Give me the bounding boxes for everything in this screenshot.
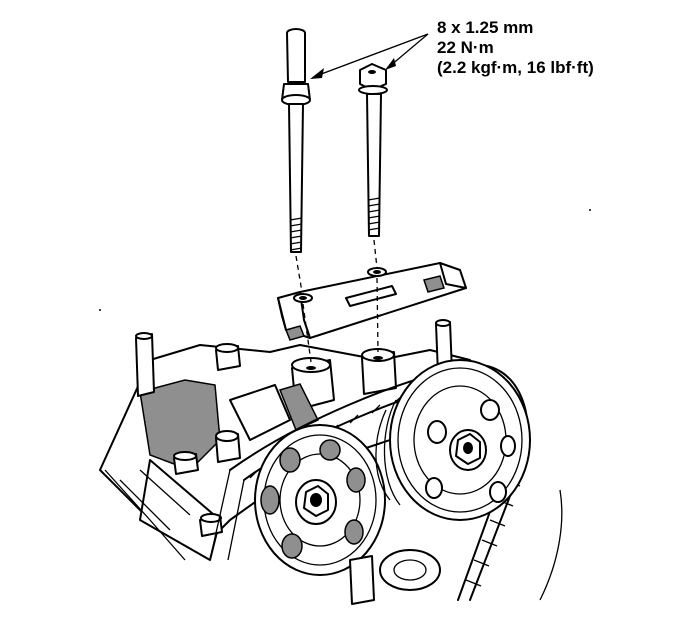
cylinder-head — [99, 319, 481, 561]
lower-housing — [349, 489, 563, 605]
torque-callout: 8 x 1.25 mm 22 N·m (2.2 kgf·m, 16 lbf·ft… — [437, 18, 594, 78]
camshaft-holder-plate — [277, 262, 467, 341]
bolt-right — [358, 63, 388, 237]
callout-leaders — [310, 33, 429, 79]
torque-nm-label: 22 N·m — [437, 38, 494, 57]
alignment-lines — [295, 239, 379, 363]
bolt-left — [281, 28, 311, 253]
bolt-size-label: 8 x 1.25 mm — [437, 18, 534, 37]
camshaft-pulley-left — [254, 424, 386, 576]
torque-imperial-label: (2.2 kgf·m, 16 lbf·ft) — [437, 58, 594, 77]
camshaft-pulley-right — [375, 359, 531, 521]
